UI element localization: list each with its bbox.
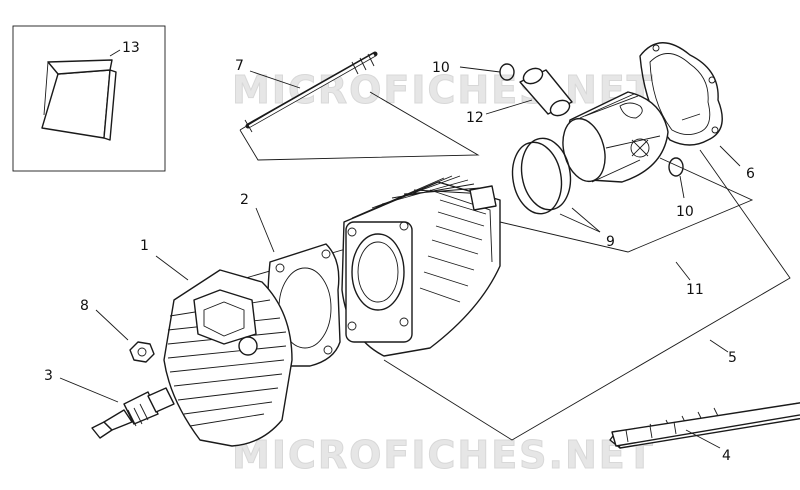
part-8-nut	[129, 341, 155, 363]
callout-5: 5	[728, 350, 737, 366]
part-9-piston-rings	[511, 137, 572, 215]
callout-2: 2	[240, 192, 249, 208]
callout-1: 1	[140, 238, 149, 254]
part-4-wedge	[609, 402, 800, 449]
stud-guide	[239, 91, 480, 161]
part-10-clip-lower	[668, 157, 684, 177]
callout-9: 9	[606, 234, 615, 250]
callout-10-lower: 10	[676, 204, 694, 220]
part-7-stud	[244, 51, 378, 133]
callout-8: 8	[80, 298, 89, 314]
callout-3: 3	[44, 368, 53, 384]
part-13-manual	[12, 25, 166, 172]
callout-12: 11	[686, 282, 704, 298]
part-piston	[562, 91, 669, 183]
bracket-12	[499, 157, 754, 253]
callout-10-upper: 10	[432, 60, 450, 76]
bracket-5	[383, 149, 791, 441]
part-11-piston-pin	[519, 67, 573, 117]
leader-lines	[59, 49, 741, 449]
callout-11: 12	[466, 110, 484, 126]
callout-7: 7	[235, 58, 244, 74]
callout-4: 4	[722, 448, 731, 464]
watermark-bottom: MICROFICHES.NET	[232, 433, 655, 477]
part-1-cylinder-head	[163, 269, 293, 447]
part-3-spark-plug	[91, 387, 175, 439]
callout-6: 6	[746, 166, 755, 182]
callout-13: 13	[122, 40, 140, 56]
part-cylinder	[341, 175, 501, 357]
callouts: 13 7 10 12 6 10 2 9 1 11 8 5 3 4	[44, 40, 755, 464]
watermark-top: MICROFICHES.NET	[232, 68, 655, 112]
